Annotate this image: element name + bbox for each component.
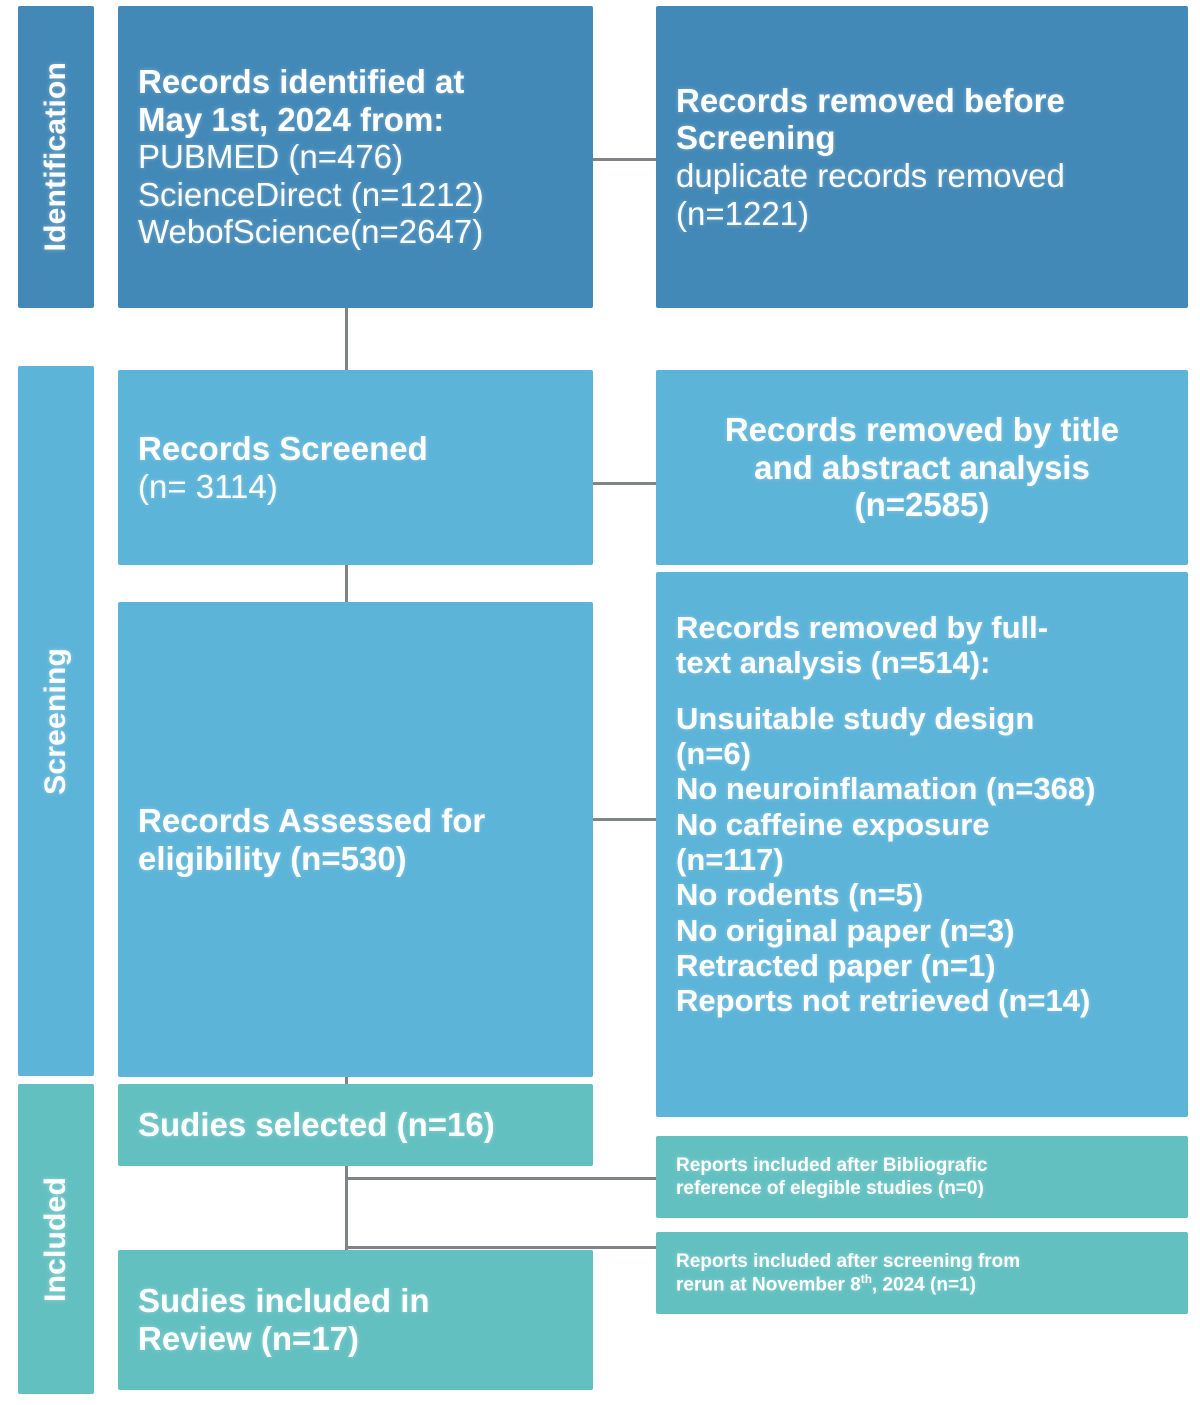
records-identified-title-line-2: May 1st, 2024 from:: [138, 100, 445, 138]
connector-selected-bracket-vertical: [345, 1166, 348, 1250]
reports-rerun-ordinal-suffix: th: [860, 1272, 872, 1286]
box-reports-included-rerun: Reports included after screening from re…: [656, 1232, 1188, 1314]
records-assessed-line-2: eligibility (n=530): [138, 839, 407, 877]
stage-label-identification-text: Identification: [39, 62, 72, 252]
reports-biblio-line-2: reference of elegible studies (n=0): [676, 1178, 984, 1199]
reports-rerun-line-2-a: rerun at November 8: [676, 1274, 861, 1296]
removed-title-line-3: (n=2585): [854, 486, 990, 524]
reports-rerun-line-2-b: , 2024 (n=1): [871, 1274, 976, 1296]
studies-selected-line-1: Sudies selected (n=16): [138, 1106, 495, 1144]
reports-rerun-line-1: Reports included after screening from: [676, 1250, 1021, 1272]
box-studies-included-in-review: Sudies included in Review (n=17): [118, 1250, 593, 1390]
stage-label-screening-text: Screening: [39, 647, 72, 795]
box-records-assessed-eligibility: Records Assessed for eligibility (n=530): [118, 602, 593, 1077]
removed-title-line-1: Records removed by title: [724, 411, 1120, 449]
records-assessed-line-1: Records Assessed for: [138, 801, 486, 839]
removed-fulltext-reason-retracted-paper: Retracted paper (n=1): [676, 947, 996, 983]
removed-fulltext-reason-reports-not-retrieved: Reports not retrieved (n=14): [676, 983, 1091, 1019]
box-reports-included-bibliographic: Reports included after Bibliografic refe…: [656, 1136, 1188, 1218]
removed-before-body-line-2: (n=1221): [676, 194, 810, 232]
records-identified-source-webofscience: WebofScience(n=2647): [138, 213, 484, 251]
removed-title-line-2: and abstract analysis: [754, 448, 1090, 486]
removed-fulltext-heading-line-2: text analysis (n=514):: [676, 645, 991, 681]
connector-identified-to-screened: [345, 308, 348, 370]
removed-fulltext-spacer: [676, 681, 1168, 701]
removed-fulltext-reason-no-rodents: No rodents (n=5): [676, 877, 924, 913]
box-studies-selected: Sudies selected (n=16): [118, 1084, 593, 1166]
stage-label-identification: Identification: [18, 6, 94, 308]
stage-label-included-text: Included: [39, 1176, 72, 1302]
studies-included-review-line-2: Review (n=17): [138, 1320, 360, 1357]
removed-fulltext-reason-unsuitable-design-n: (n=6): [676, 735, 751, 771]
removed-fulltext-reason-no-original-paper: No original paper (n=3): [676, 912, 1015, 948]
removed-fulltext-reason-no-caffeine-n: (n=117): [676, 841, 784, 877]
removed-before-title-line-2: Screening: [676, 119, 836, 157]
records-identified-source-pubmed: PUBMED (n=476): [138, 138, 404, 176]
connector-bracket-to-biblio: [345, 1177, 656, 1180]
connector-screened-to-removed-title: [593, 482, 656, 485]
box-records-screened: Records Screened (n= 3114): [118, 370, 593, 565]
reports-biblio-line-1: Reports included after Bibliografic: [676, 1154, 988, 1176]
removed-before-title-line-1: Records removed before: [676, 81, 1065, 119]
studies-included-review-line-1: Sudies included in: [138, 1282, 430, 1320]
connector-assessed-to-removed-fulltext: [593, 818, 656, 821]
connector-assessed-to-selected: [345, 1077, 348, 1084]
reports-rerun-line-2: rerun at November 8th, 2024 (n=1): [676, 1273, 1168, 1297]
box-records-identified: Records identified at May 1st, 2024 from…: [118, 6, 593, 308]
removed-fulltext-reason-no-caffeine-exposure: No caffeine exposure: [676, 806, 990, 842]
removed-before-body-line-1: duplicate records removed: [676, 157, 1065, 194]
box-records-removed-title-abstract: Records removed by title and abstract an…: [656, 370, 1188, 565]
stage-label-screening: Screening: [18, 366, 94, 1076]
removed-fulltext-reason-no-neuroinflamation: No neuroinflamation (n=368): [676, 771, 1096, 807]
stage-label-included: Included: [18, 1084, 94, 1394]
connector-screened-to-assessed: [345, 565, 348, 602]
removed-fulltext-heading-line-1: Records removed by full-: [676, 610, 1049, 645]
connector-identified-to-removed: [593, 158, 656, 161]
connector-bracket-to-rerun: [345, 1246, 656, 1249]
box-records-removed-before-screening: Records removed before Screening duplica…: [656, 6, 1188, 308]
box-records-removed-fulltext: Records removed by full- text analysis (…: [656, 572, 1188, 1117]
records-screened-line-1: Records Screened: [138, 429, 428, 467]
removed-fulltext-reason-unsuitable-design: Unsuitable study design: [676, 700, 1035, 736]
records-identified-source-sciencedirect: ScienceDirect (n=1212): [138, 175, 484, 213]
records-identified-title-line-1: Records identified at: [138, 62, 465, 100]
records-screened-line-2: (n= 3114): [138, 467, 278, 505]
